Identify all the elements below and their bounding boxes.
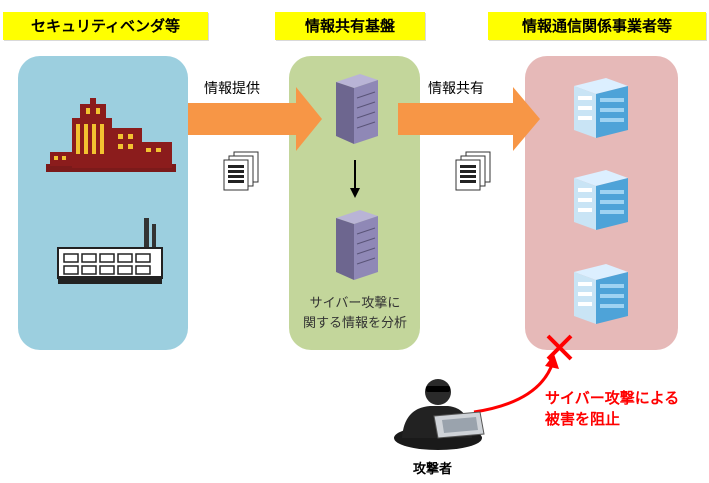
server-icon	[336, 74, 378, 144]
platform-caption-line2: 関する情報を分析	[302, 316, 407, 331]
attacker-label: 攻撃者	[413, 462, 453, 477]
hacker-icon	[394, 379, 485, 450]
server-icon	[336, 210, 378, 280]
document-stack-icon	[223, 151, 259, 191]
provide-arrow-label: 情報提供	[204, 81, 260, 97]
document-stack-icon	[455, 151, 491, 191]
outcome-text: サイバー攻撃による 被害を阻止	[545, 388, 679, 430]
platform-caption-line1: サイバー攻撃に	[309, 296, 401, 311]
office-building-icon	[46, 98, 176, 172]
down-arrow-icon	[350, 160, 360, 198]
outcome-line2: 被害を阻止	[545, 410, 621, 428]
share-arrow-label: 情報共有	[428, 81, 484, 97]
platform-caption: サイバー攻撃に 関する情報を分析	[292, 294, 418, 334]
platform-header: 情報共有基盤	[275, 12, 425, 40]
block-x-icon	[546, 334, 573, 361]
operators-header: 情報通信関係事業者等	[488, 12, 706, 40]
office-tower-icon	[574, 170, 628, 230]
office-tower-icon	[574, 78, 628, 138]
outcome-line1: サイバー攻撃による	[545, 389, 680, 407]
office-tower-icon	[574, 264, 628, 324]
vendors-header: セキュリティベンダ等	[3, 12, 208, 40]
factory-icon	[57, 218, 163, 284]
